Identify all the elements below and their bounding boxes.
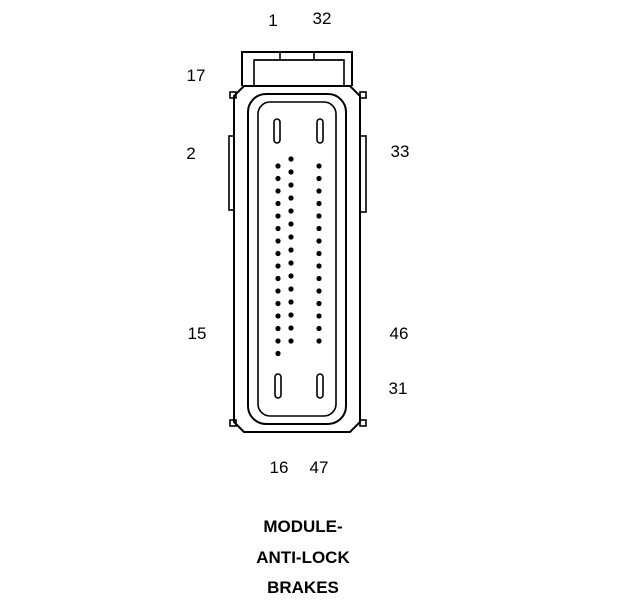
pin-terminal-left-2 bbox=[275, 175, 281, 182]
pin-label-2: 2 bbox=[186, 144, 195, 163]
pin-label-15: 15 bbox=[188, 324, 207, 343]
pin-terminal-middle-1 bbox=[288, 156, 294, 162]
pin-terminal-left-13 bbox=[275, 313, 281, 319]
pin-terminal-middle-2 bbox=[288, 169, 294, 175]
pin-terminal-middle-7 bbox=[288, 234, 294, 240]
pin-terminal-left-8 bbox=[275, 250, 281, 257]
pin-label-33: 33 bbox=[391, 142, 410, 161]
caption-line-2: ANTI-LOCK bbox=[256, 548, 350, 567]
pin-terminal-right-8 bbox=[316, 250, 322, 257]
pin-terminal-left-16 bbox=[275, 350, 281, 357]
pin-terminal-middle-15 bbox=[288, 338, 294, 344]
pin-terminal-middle-6 bbox=[288, 221, 294, 227]
pin-terminal-right-3 bbox=[316, 188, 322, 194]
pin-terminal-left-11 bbox=[275, 288, 281, 294]
guide-slot-top-left bbox=[273, 118, 281, 144]
pin-terminal-left-14 bbox=[275, 325, 281, 332]
guide-slot-bottom-right bbox=[316, 373, 324, 399]
pin-terminal-left-15 bbox=[275, 338, 281, 344]
pin-terminal-right-6 bbox=[316, 225, 322, 232]
pin-terminal-middle-14 bbox=[288, 325, 294, 331]
caption-line-1: MODULE- bbox=[263, 517, 342, 536]
connector-outer-seal bbox=[247, 93, 347, 425]
pin-label-47: 47 bbox=[310, 458, 329, 477]
pin-terminal-left-5 bbox=[275, 213, 281, 219]
pin-terminal-middle-12 bbox=[288, 299, 294, 305]
pin-terminal-right-5 bbox=[316, 213, 322, 219]
pin-terminal-right-9 bbox=[316, 263, 322, 269]
pin-terminal-right-2 bbox=[316, 175, 322, 182]
pin-terminal-right-10 bbox=[316, 275, 322, 282]
pin-label-17: 17 bbox=[187, 66, 206, 85]
pin-terminal-middle-11 bbox=[288, 286, 294, 292]
connector-inner-seal bbox=[257, 101, 337, 417]
pin-label-31: 31 bbox=[389, 379, 408, 398]
pin-label-16: 16 bbox=[270, 458, 289, 477]
pin-label-1: 1 bbox=[268, 11, 277, 30]
guide-slot-bottom-left bbox=[274, 373, 282, 399]
pin-terminal-middle-8 bbox=[288, 247, 294, 253]
pin-terminal-right-12 bbox=[316, 300, 322, 307]
pin-terminal-right-7 bbox=[316, 238, 322, 244]
pin-grid bbox=[275, 156, 322, 357]
pin-terminal-left-6 bbox=[275, 225, 281, 232]
pin-terminal-right-15 bbox=[316, 338, 322, 344]
guide-slot-top-right bbox=[316, 118, 324, 144]
pin-terminal-middle-13 bbox=[288, 312, 294, 318]
pin-terminal-middle-5 bbox=[288, 208, 294, 214]
pin-terminal-left-4 bbox=[275, 200, 281, 207]
pin-terminal-middle-9 bbox=[288, 260, 294, 266]
pin-terminal-right-4 bbox=[316, 200, 322, 207]
connector-latch bbox=[241, 51, 353, 86]
pin-terminal-left-1 bbox=[275, 163, 281, 169]
pin-terminal-left-7 bbox=[275, 238, 281, 244]
pin-terminal-right-1 bbox=[316, 163, 322, 169]
pin-terminal-right-11 bbox=[316, 288, 322, 294]
caption-line-3: BRAKES bbox=[267, 578, 339, 597]
connector-housing bbox=[228, 85, 367, 433]
pin-terminal-left-3 bbox=[275, 188, 281, 194]
guide-slots bbox=[273, 118, 324, 399]
pin-terminal-left-12 bbox=[275, 300, 281, 307]
pin-terminal-left-10 bbox=[275, 275, 281, 282]
pin-terminal-right-14 bbox=[316, 325, 322, 332]
pin-terminal-middle-3 bbox=[288, 182, 294, 188]
pin-terminal-middle-4 bbox=[288, 195, 294, 201]
pin-label-32: 32 bbox=[313, 9, 332, 28]
pin-terminal-left-9 bbox=[275, 263, 281, 269]
pin-label-46: 46 bbox=[390, 324, 409, 343]
pin-terminal-middle-10 bbox=[288, 273, 294, 279]
pin-terminal-right-13 bbox=[316, 313, 322, 319]
